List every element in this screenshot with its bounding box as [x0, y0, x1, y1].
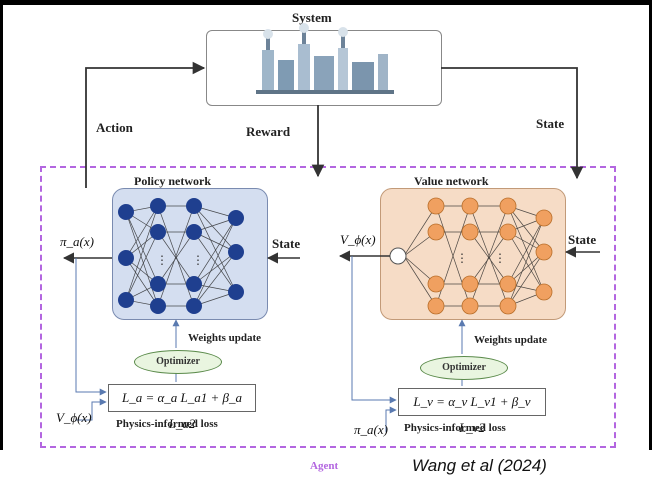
value-network-nodes	[427, 197, 553, 315]
state-label-policy: State	[272, 236, 301, 251]
policy-network-title: Policy network	[134, 174, 211, 188]
system-label: System	[292, 10, 332, 25]
top-border	[0, 0, 652, 5]
action-label: Action	[96, 120, 133, 135]
weights-update-label-right: Weights update	[474, 334, 548, 346]
value-loss-formula: L_v = α_v L_v1 + β_v L_v2	[398, 388, 546, 435]
policy-loss-formula: L_a = α_a L_a1 + β_a L_a2	[108, 384, 256, 431]
svg-text:⋮: ⋮	[156, 253, 168, 267]
physics-loss-label-right: Physics-informed loss	[404, 422, 506, 434]
bottom-strip	[0, 450, 652, 482]
policy-input-to-value-loss: π_a(x)	[354, 422, 388, 437]
weights-update-label-left: Weights update	[188, 332, 262, 344]
svg-text:⋮: ⋮	[456, 251, 468, 265]
reward-label: Reward	[246, 124, 291, 139]
optimizer-right: Optimizer	[420, 356, 508, 380]
value-input-to-policy-loss: V_ϕ(x)	[56, 410, 92, 425]
state-label-top: State	[536, 116, 565, 131]
svg-text:⋮: ⋮	[192, 253, 204, 267]
state-label-value: State	[568, 232, 597, 247]
physics-loss-label-left: Physics-informed loss	[116, 418, 218, 430]
policy-network-nodes	[118, 198, 244, 314]
citation-caption: Wang et al (2024)	[412, 456, 547, 475]
optimizer-left: Optimizer	[134, 350, 222, 374]
factory-icon	[256, 23, 394, 94]
policy-output-label: π_a(x)	[60, 234, 94, 249]
svg-text:⋮: ⋮	[494, 251, 506, 265]
value-output-label: V_ϕ(x)	[340, 232, 376, 247]
agent-label: Agent	[310, 460, 339, 472]
value-network-title: Value network	[414, 174, 489, 188]
agent-box	[40, 166, 616, 448]
